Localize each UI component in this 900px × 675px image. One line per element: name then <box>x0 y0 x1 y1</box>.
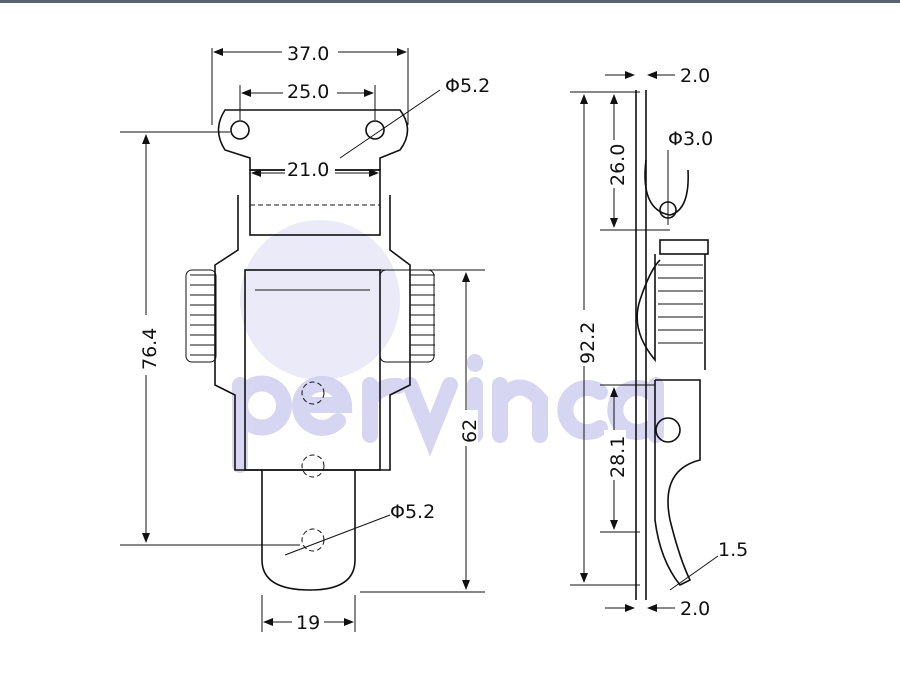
side-view: 2.0 Φ3.0 26.0 92.2 28.1 1.5 2.0 <box>570 65 748 620</box>
dim-hole-spacing: 25.0 <box>287 81 329 103</box>
dim-pin-dia: Φ3.0 <box>668 128 713 150</box>
dim-body-height: 62 <box>459 419 481 443</box>
dim-side-total-height: 92.2 <box>577 322 599 364</box>
dim-hole-dia-top: Φ5.2 <box>445 75 490 97</box>
dim-inner-width: 21.0 <box>287 159 329 181</box>
dim-hole-dia-bottom: Φ5.2 <box>390 501 435 523</box>
dim-thickness-bottom: 2.0 <box>680 598 710 620</box>
dim-thickness-top: 2.0 <box>680 65 710 87</box>
window-top-border <box>0 0 900 3</box>
dim-hook-width: 19 <box>296 612 320 634</box>
dim-top-offset: 26.0 <box>607 144 629 186</box>
dim-hook-height: 28.1 <box>607 436 629 478</box>
front-view: 37.0 25.0 Φ5.2 21.0 76.4 62 Φ5.2 19 <box>120 40 490 634</box>
dim-width-top: 37.0 <box>287 43 329 65</box>
dim-total-height: 76.4 <box>139 328 161 370</box>
dim-hook-thickness: 1.5 <box>718 539 748 561</box>
